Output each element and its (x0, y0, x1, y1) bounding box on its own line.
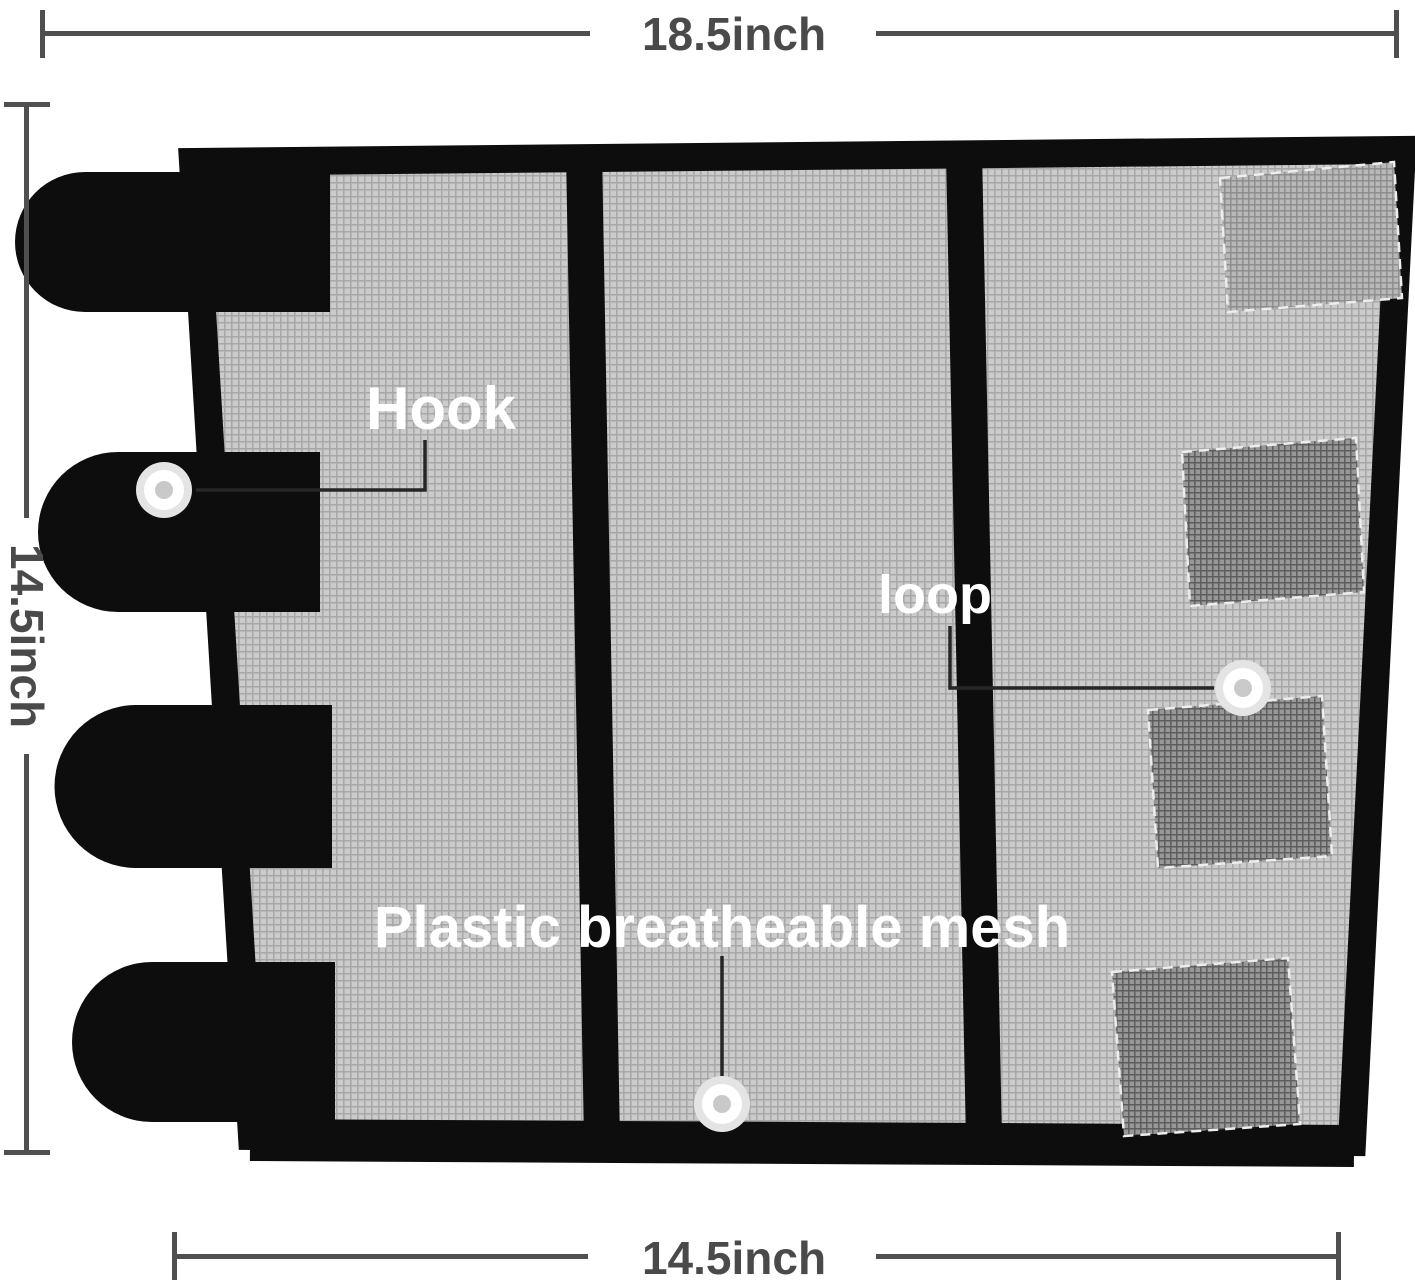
divider-strip-right (946, 150, 1002, 1142)
mesh-grommet-icon (694, 1076, 750, 1132)
top-dimension-left-tick (40, 10, 45, 58)
hook-callout-line (196, 440, 427, 492)
hook-strap-4 (72, 962, 335, 1122)
hook-label: Hook (366, 375, 516, 442)
left-dimension-bottom-tick (4, 1150, 50, 1155)
loop-patch-2 (1180, 436, 1366, 608)
bottom-dimension-line-right (876, 1254, 1338, 1259)
hook-strap-1 (15, 172, 330, 312)
loop-patch-1 (1218, 160, 1404, 314)
mesh-label: Plastic breatheable mesh (373, 895, 1071, 960)
hook-grommet-icon (136, 462, 192, 518)
bottom-dimension-right-tick (1336, 1232, 1341, 1280)
loop-patches (1110, 160, 1404, 1138)
top-dimension-line-right (876, 31, 1396, 36)
bottom-dimension-left-tick (172, 1232, 177, 1280)
bottom-dimension-line-left (176, 1254, 588, 1259)
loop-callout-line (948, 626, 1214, 690)
top-dimension-label: 18.5inch (641, 8, 827, 60)
hook-strap-3 (54, 705, 332, 868)
hook-straps (15, 172, 335, 1122)
grommet-eyelets (136, 462, 1271, 1132)
loop-grommet-icon (1215, 660, 1271, 716)
bottom-dimension-label: 14.5inch (641, 1232, 827, 1284)
left-dimension-line-top (24, 106, 29, 518)
left-dimension-top-tick (4, 102, 50, 107)
top-dimension-line-left (44, 31, 590, 36)
left-dimension-line-bottom (24, 754, 29, 1152)
divider-strip-left (566, 152, 620, 1141)
top-dimension-right-tick (1394, 10, 1399, 58)
bottom-hem (249, 1119, 1355, 1167)
loop-patch-3 (1146, 694, 1334, 870)
loop-label: loop (878, 565, 992, 625)
hook-strap-2 (38, 452, 320, 612)
loop-patch-4 (1110, 956, 1302, 1138)
callout-lines (196, 440, 1214, 1076)
left-dimension-label: 14.5inch (1, 543, 53, 729)
